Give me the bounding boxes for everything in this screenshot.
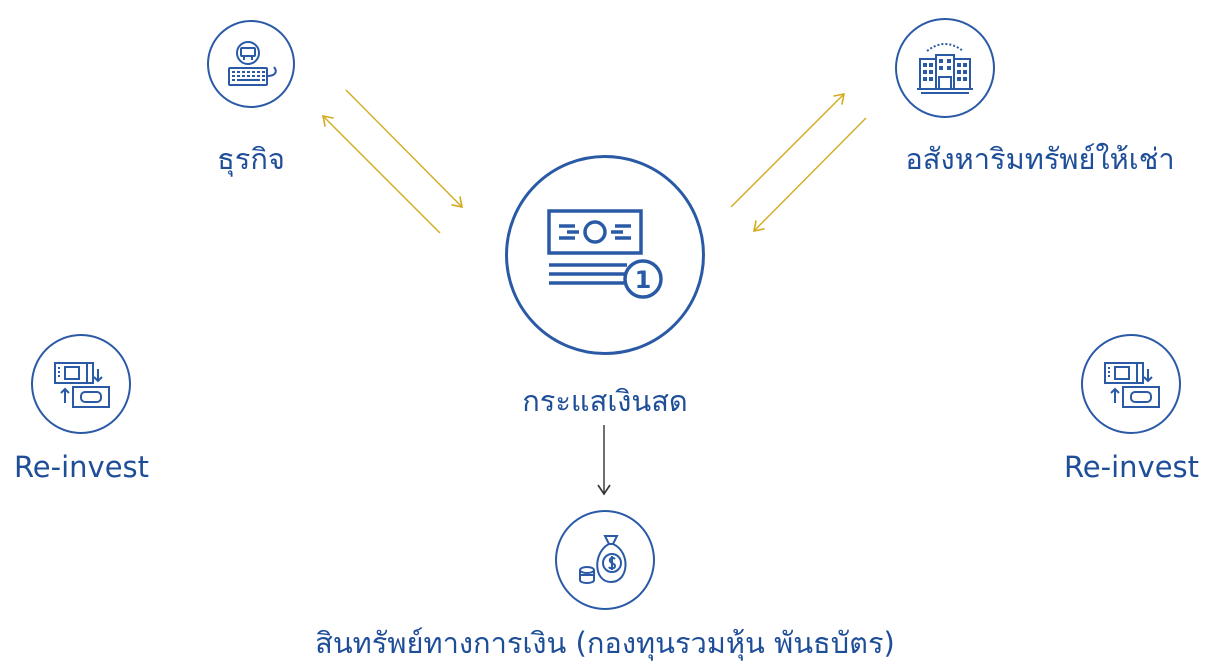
- realestate-circle: [895, 18, 995, 118]
- arrow-cashflow-to-realestate: [730, 92, 846, 208]
- assets-label: สินทรัพย์ทางการเงิน (กองทุนรวมหุ้น พันธบ…: [315, 626, 895, 660]
- reinvest-right-circle: [1081, 334, 1181, 434]
- cashier-register-icon: [228, 41, 277, 86]
- assets-circle: [555, 510, 655, 610]
- realestate-label: อสังหาริมทรัพย์ให้เช่า: [905, 142, 1175, 176]
- cash-stack-icon: 1: [547, 209, 663, 299]
- reinvest-left-circle: [31, 334, 131, 434]
- reinvest-icon: [54, 362, 110, 408]
- business-label: ธุรกิจ: [217, 142, 285, 176]
- building-icon: [917, 43, 973, 94]
- arrow-realestate-to-cashflow: [752, 117, 867, 233]
- cashflow-label: กระแสเงินสด: [522, 384, 688, 418]
- arrow-business-to-cashflow: [345, 89, 464, 209]
- reinvest-right-label: Re-invest: [1063, 450, 1200, 484]
- money-bag-icon: [579, 535, 627, 584]
- business-circle: [207, 20, 295, 108]
- arrow-cashflow-to-business: [321, 114, 441, 234]
- reinvest-icon: [1104, 362, 1160, 408]
- cashflow-circle: 1: [505, 155, 705, 355]
- svg-text:1: 1: [635, 266, 652, 294]
- reinvest-left-label: Re-invest: [13, 450, 150, 484]
